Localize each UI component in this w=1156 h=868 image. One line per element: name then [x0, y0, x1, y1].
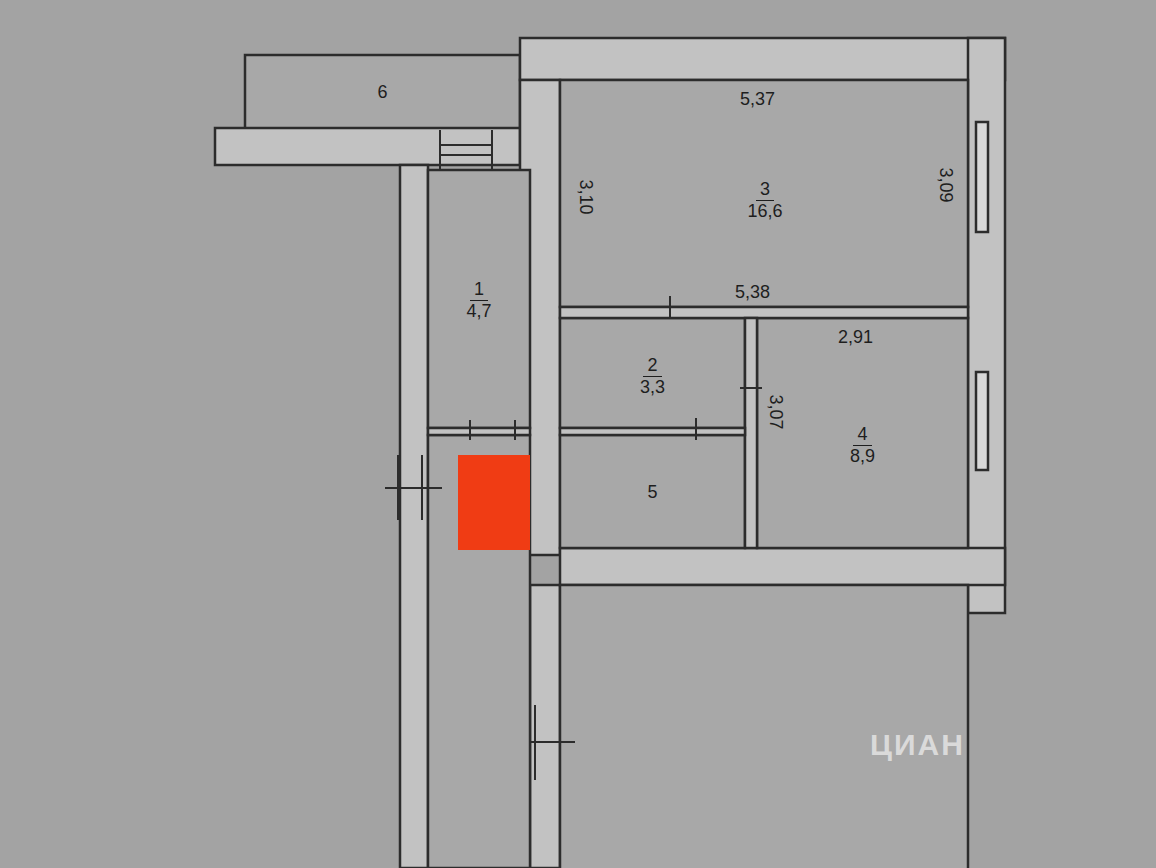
corridor [428, 435, 530, 868]
dimension: 3,10 [577, 179, 595, 214]
room-area: 4,7 [462, 301, 495, 322]
balcony [245, 55, 520, 130]
room-number: 6 [373, 82, 391, 103]
room-label: 23,3 [570, 330, 735, 422]
door-marks [385, 130, 762, 780]
dimension: 3,09 [937, 167, 955, 202]
room-area [560, 435, 745, 548]
partition [560, 428, 745, 435]
room-area: 3,3 [636, 377, 669, 398]
room-label: 6 [245, 55, 520, 130]
dimension: 5,38 [735, 283, 770, 301]
dimension: 5,37 [740, 90, 775, 108]
neighbour-area [560, 585, 968, 868]
room-area: 16,6 [743, 201, 786, 222]
partition [745, 318, 757, 548]
dimension: 2,91 [838, 328, 873, 346]
room-number: 5 [643, 482, 661, 503]
room-label: 48,9 [770, 360, 955, 530]
room-number: 2 [643, 355, 661, 377]
room-number: 1 [470, 279, 488, 301]
balcony-slab [215, 128, 520, 165]
room-number: 3 [756, 179, 774, 201]
room-area [428, 170, 530, 428]
wall [400, 165, 428, 868]
room-area [560, 80, 968, 307]
wall [560, 548, 1005, 585]
room-label: 14,7 [430, 240, 528, 360]
wall [520, 38, 1005, 80]
room-label: 316,6 [600, 120, 930, 280]
room-number: 4 [853, 424, 871, 446]
dimension: 3,07 [767, 394, 785, 429]
watermark: ЦИАН [870, 728, 965, 762]
window [976, 372, 988, 470]
room-area: 8,9 [846, 446, 879, 467]
room-area [560, 318, 745, 428]
partition [560, 307, 968, 318]
window [976, 122, 988, 232]
room-label: 5 [570, 442, 735, 542]
wall [530, 585, 560, 868]
room-area [757, 318, 968, 548]
redaction-patch [458, 455, 530, 550]
wall [968, 38, 1005, 613]
